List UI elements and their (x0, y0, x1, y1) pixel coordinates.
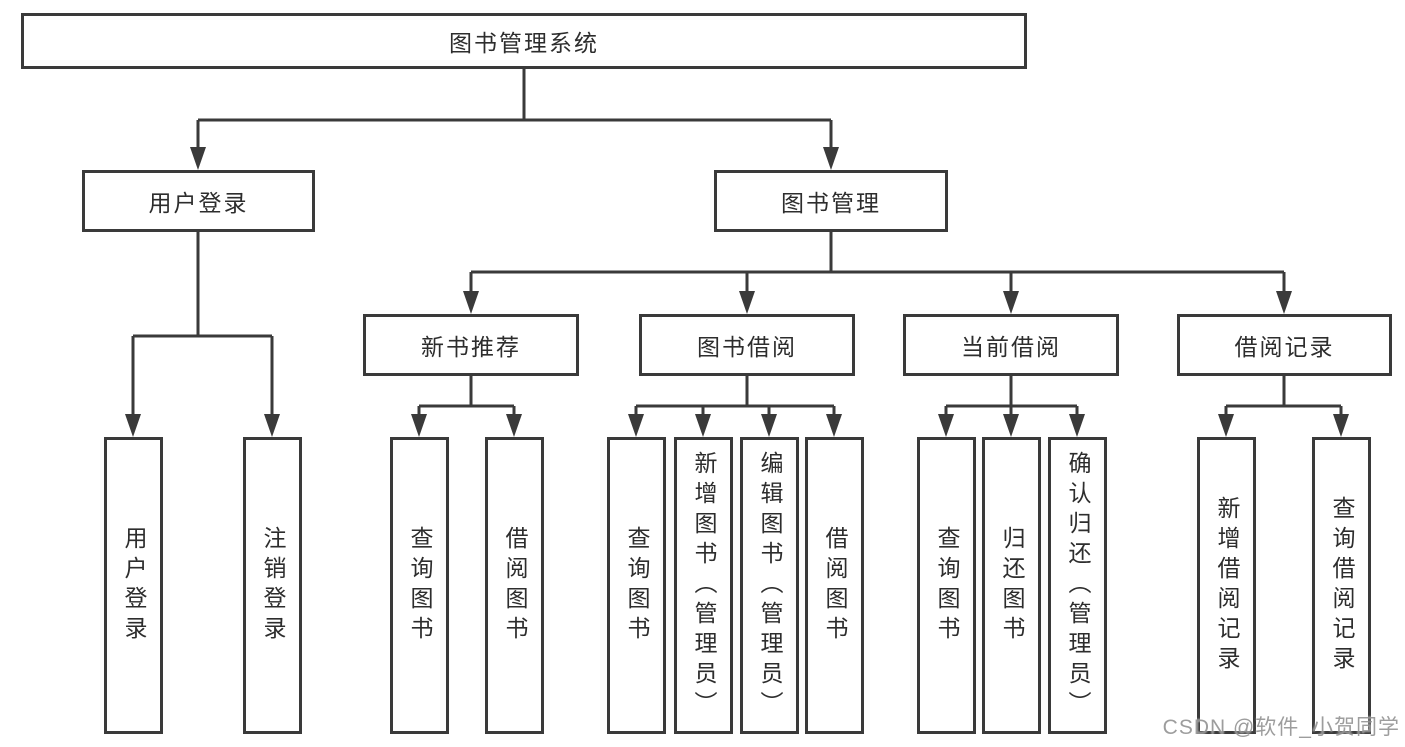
leaf-query-books-current: 查询图书 (917, 437, 976, 734)
leaf-query-borrow-record: 查询借阅记录 (1312, 437, 1371, 734)
leaf-logout: 注销登录 (243, 437, 302, 734)
leaf-edit-book-admin: 编辑图书（管理员） (740, 437, 799, 734)
leaf-add-book-admin: 新增图书（管理员） (674, 437, 733, 734)
leaf-confirm-return-admin: 确认归还（管理员） (1048, 437, 1107, 734)
node-user-login: 用户登录 (82, 170, 315, 232)
csdn-watermark: CSDN @软件_小贺同学 (1162, 716, 1400, 739)
leaf-query-books-borrow: 查询图书 (607, 437, 666, 734)
node-new-book-recommend: 新书推荐 (363, 314, 579, 376)
node-library-system: 图书管理系统 (21, 13, 1027, 69)
node-current-borrow: 当前借阅 (903, 314, 1119, 376)
leaf-user-login: 用户登录 (104, 437, 163, 734)
leaf-borrow-books-recommend: 借阅图书 (485, 437, 544, 734)
leaf-add-borrow-record: 新增借阅记录 (1197, 437, 1256, 734)
node-borrow-records: 借阅记录 (1177, 314, 1392, 376)
leaf-return-book: 归还图书 (982, 437, 1041, 734)
node-book-borrow: 图书借阅 (639, 314, 855, 376)
leaf-borrow-books: 借阅图书 (805, 437, 864, 734)
node-book-management: 图书管理 (714, 170, 948, 232)
leaf-query-books-recommend: 查询图书 (390, 437, 449, 734)
